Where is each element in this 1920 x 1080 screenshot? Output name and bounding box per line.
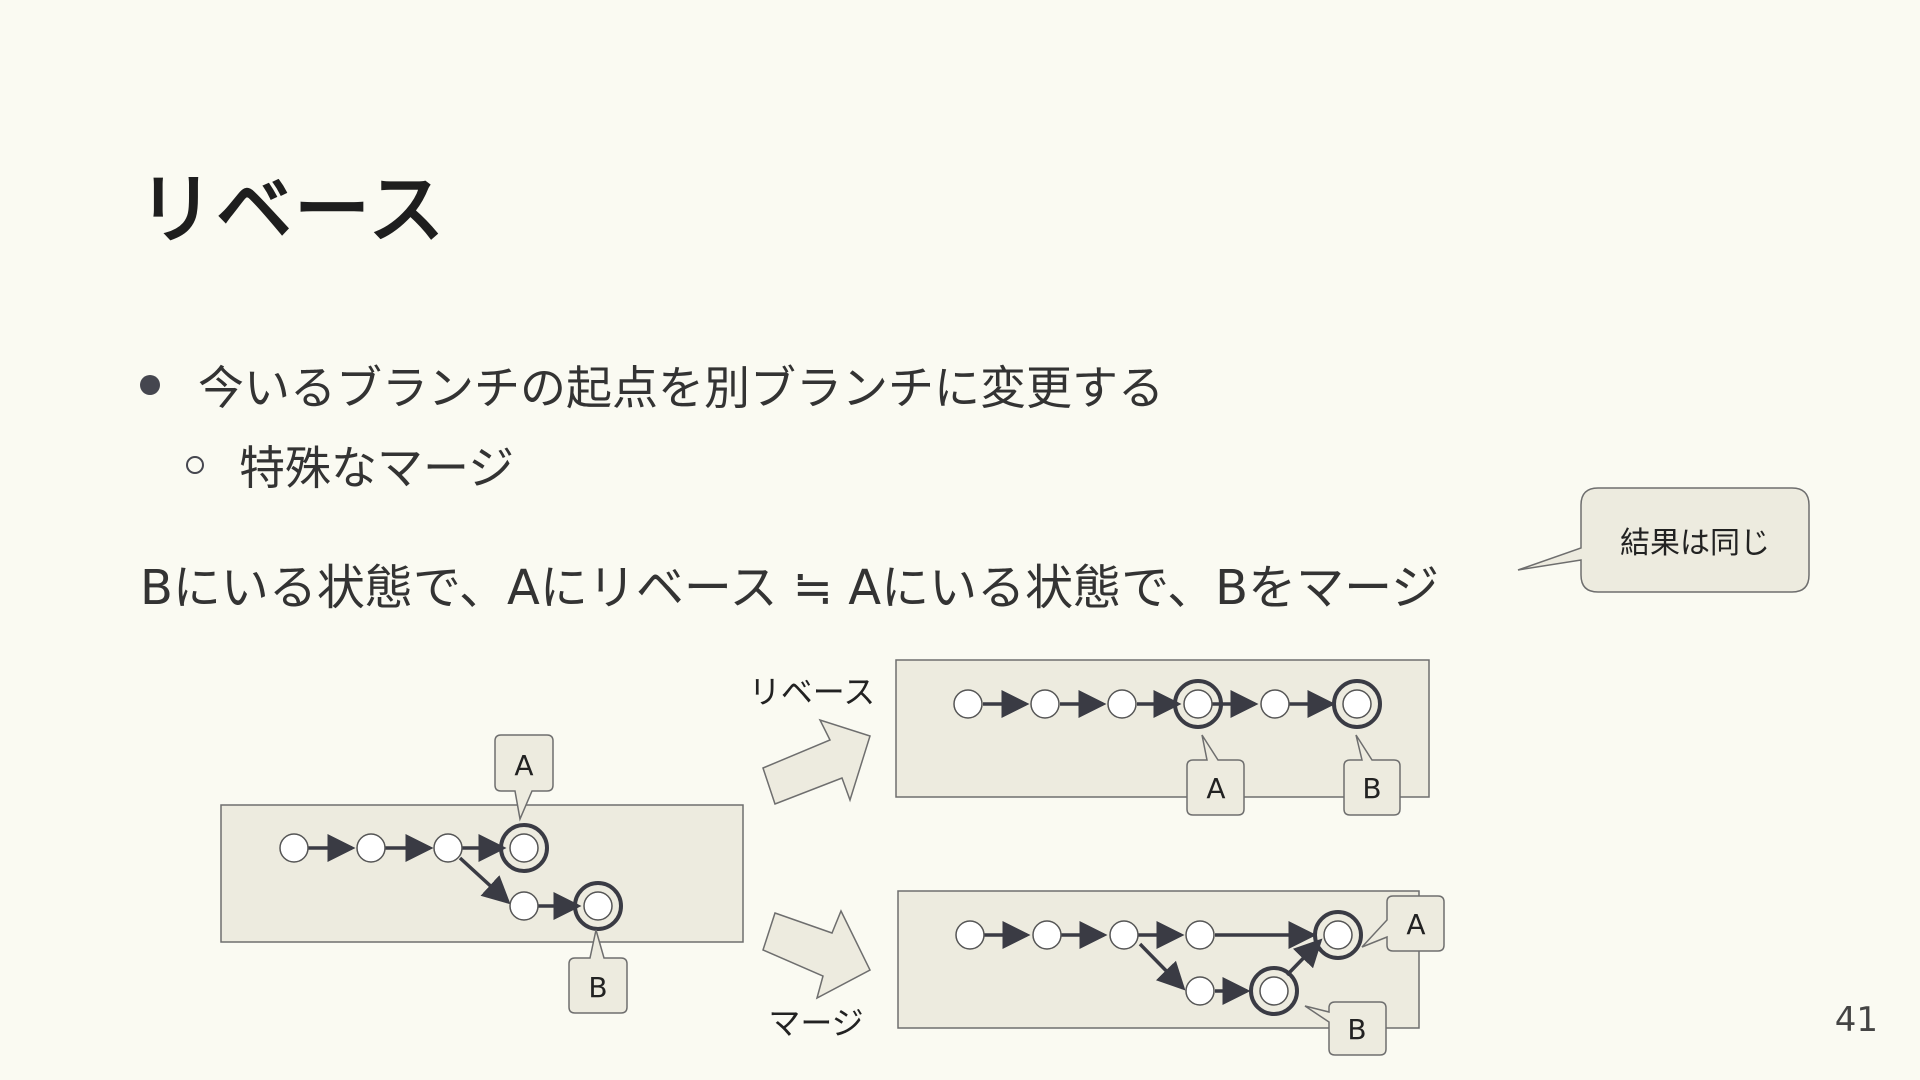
branch-label-text: B — [588, 971, 607, 1004]
arrow-to-rebase-icon — [762, 718, 871, 805]
merge-label: マージ — [768, 1004, 863, 1042]
page-number: 41 — [1834, 1000, 1878, 1040]
branch-label-b — [1343, 734, 1401, 816]
branch-label-a — [1361, 895, 1445, 952]
branch-head-ring — [1173, 679, 1223, 729]
branch-head-ring — [499, 823, 549, 873]
branch-head-ring — [1332, 679, 1382, 729]
commit-node — [433, 833, 463, 863]
commit-node — [583, 891, 613, 921]
rebase-result-panel: A B — [895, 659, 1430, 816]
branch-head-ring — [573, 881, 623, 931]
merge-result-panel: A B — [897, 890, 1445, 1056]
bullet-level2: 特殊なマージ — [186, 432, 514, 498]
branch-label-text: B — [1362, 772, 1381, 805]
bullet-dot-icon — [140, 375, 160, 395]
branch-head-ring — [1313, 910, 1363, 960]
commit-node — [1342, 689, 1372, 719]
commit-node — [1032, 920, 1062, 950]
bullet-level1: 今いるブランチの起点を別ブランチに変更する — [140, 352, 1164, 418]
commit-node — [1030, 689, 1060, 719]
branch-label-b — [1304, 1001, 1387, 1056]
commit-node — [1185, 976, 1215, 1006]
branch-label-text: A — [514, 749, 533, 782]
commit-node — [1183, 689, 1213, 719]
commit-node — [356, 833, 386, 863]
commit-node — [509, 833, 539, 863]
branch-label-text: A — [1206, 772, 1225, 805]
commit-node — [1185, 920, 1215, 950]
bullet-text: 今いるブランチの起点を別ブランチに変更する — [198, 361, 1164, 415]
commit-node — [955, 920, 985, 950]
commit-node — [279, 833, 309, 863]
branch-label-b — [568, 929, 628, 1014]
callout-text: 結果は同じ — [1620, 526, 1770, 561]
branch-label-text: B — [1347, 1013, 1366, 1046]
arrow-to-merge-icon — [762, 909, 871, 1000]
rebase-label: リベース — [749, 673, 875, 711]
slide-title: リベース — [138, 165, 447, 254]
commit-node — [1107, 689, 1137, 719]
commit-node — [953, 689, 983, 719]
bullet-text: 特殊なマージ — [239, 441, 515, 495]
branch-label-a — [494, 734, 554, 822]
commit-node — [1259, 976, 1289, 1006]
commit-node — [509, 891, 539, 921]
commit-node — [1260, 689, 1290, 719]
commit-node — [1109, 920, 1139, 950]
branch-label-text: A — [1406, 908, 1425, 941]
rebase-merge-statement: Bにいる状態で、Aにリベース ≒ Aにいる状態で、Bをマージ — [140, 560, 1440, 616]
branch-head-ring — [1249, 966, 1299, 1016]
before-panel: A B — [220, 734, 744, 1014]
branch-label-a — [1186, 734, 1245, 816]
callout-bubble — [1517, 487, 1810, 593]
commit-node — [1323, 920, 1353, 950]
bullet-circle-icon — [186, 456, 204, 474]
